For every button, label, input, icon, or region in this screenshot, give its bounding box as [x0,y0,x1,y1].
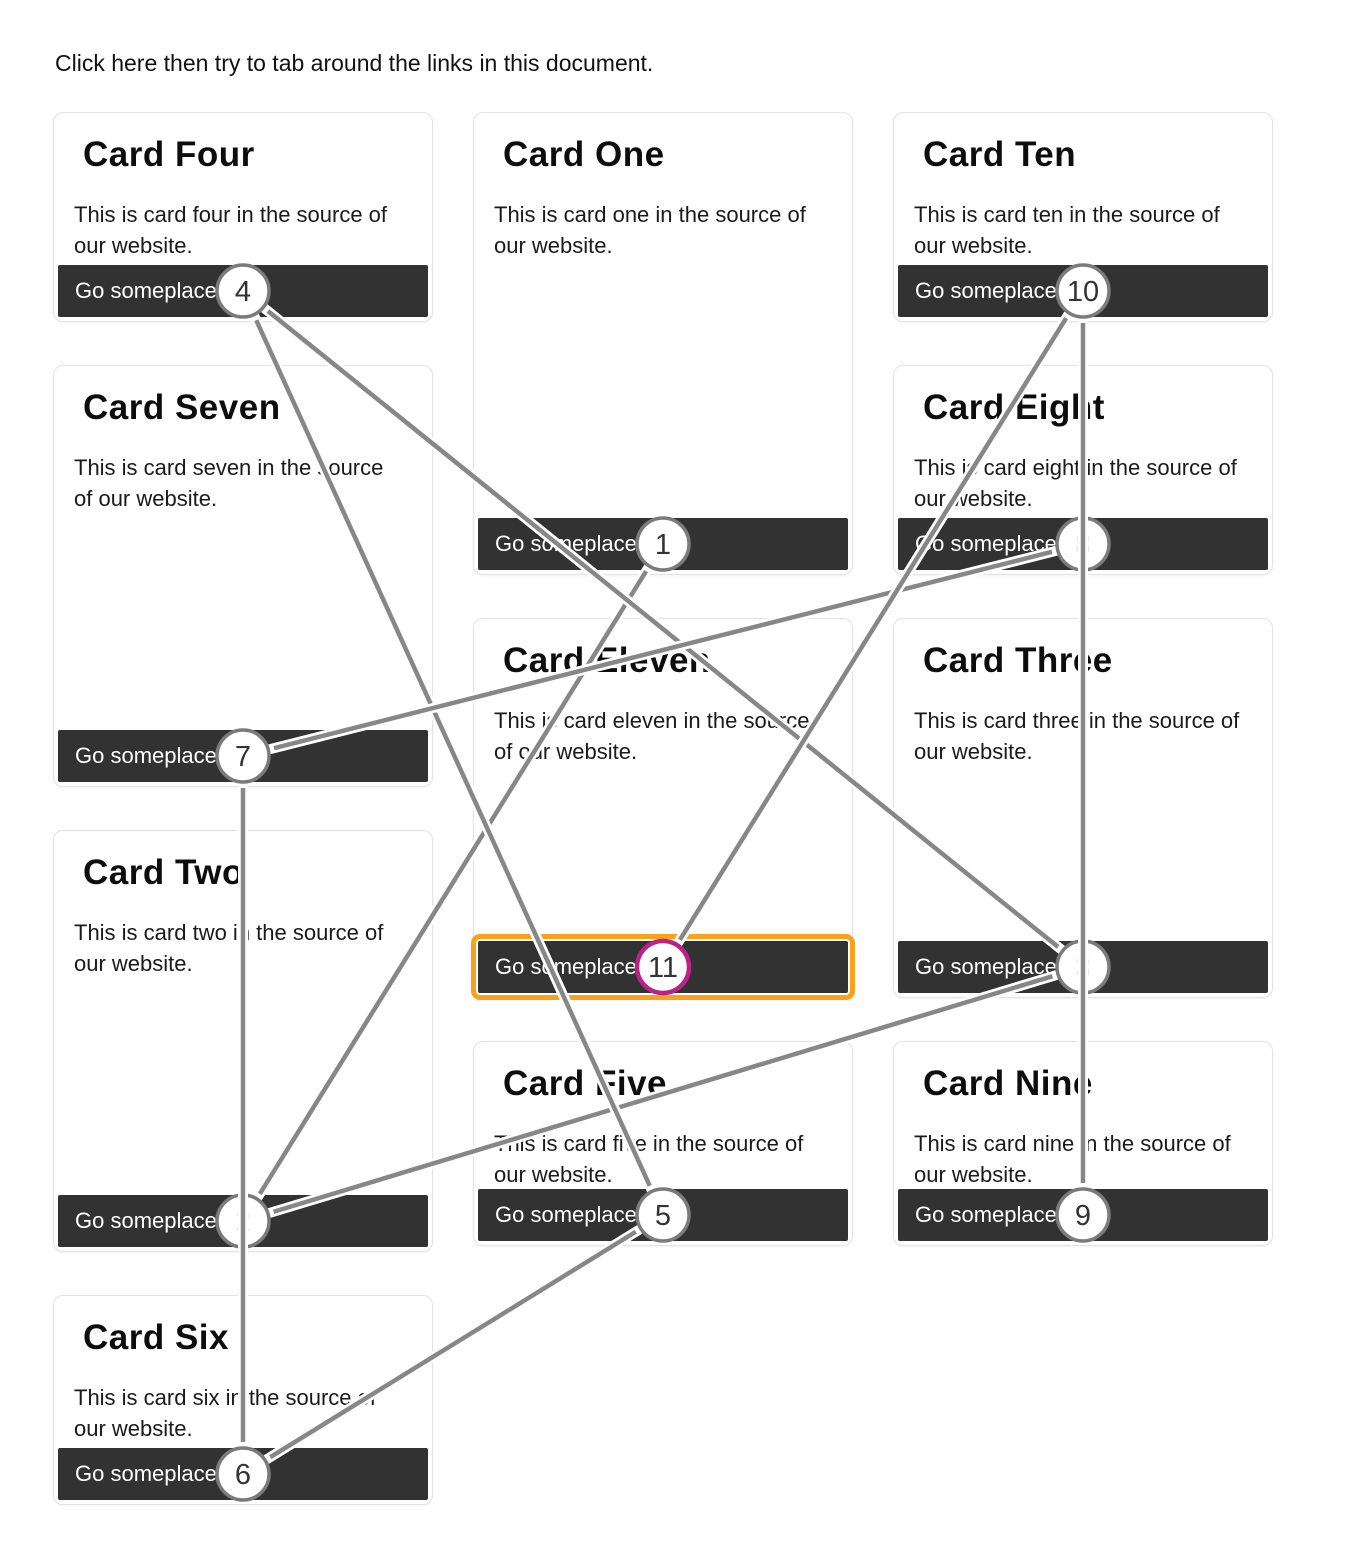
card-title: Card One [503,135,665,174]
card-description: This is card two in the source of our we… [74,920,384,976]
go-someplace-button[interactable]: Go someplace [898,518,1268,570]
go-someplace-button[interactable]: Go someplace [58,1448,428,1500]
go-someplace-button[interactable]: Go someplace [58,1195,428,1247]
card-four: Card Four This is card four in the sourc… [53,112,433,322]
card-description: This is card one in the source of our we… [494,202,806,258]
card-five: Card Five This is card five in the sourc… [473,1041,853,1246]
card-eight: Card Eight This is card eight in the sou… [893,365,1273,575]
card-two: Card Two This is card two in the source … [53,830,433,1252]
card-title: Card Nine [923,1064,1093,1103]
card-title: Card Eleven [503,641,711,680]
card-six: Card Six This is card six in the source … [53,1295,433,1505]
card-description: This is card seven in the source of our … [74,455,384,511]
card-description: This is card nine in the source of our w… [914,1131,1231,1187]
card-grid: Card Four This is card four in the sourc… [53,112,1273,1505]
card-description: This is card four in the source of our w… [74,202,388,258]
go-someplace-button[interactable]: Go someplace [898,265,1268,317]
card-one: Card One This is card one in the source … [473,112,853,575]
column-3: Card Ten This is card ten in the source … [893,112,1273,1505]
card-description: This is card five in the source of our w… [494,1131,804,1187]
column-2: Card One This is card one in the source … [471,112,855,1505]
card-title: Card Six [83,1318,229,1357]
go-someplace-button[interactable]: Go someplace [898,1189,1268,1241]
card-seven: Card Seven This is card seven in the sou… [53,365,433,787]
card-title: Card Eight [923,388,1105,427]
card-eleven: Card Eleven This is card eleven in the s… [471,618,855,1000]
card-title: Card Five [503,1064,667,1103]
instruction-text[interactable]: Click here then try to tab around the li… [55,50,654,76]
card-description: This is card eleven in the source of our… [494,708,810,764]
card-ten: Card Ten This is card ten in the source … [893,112,1273,322]
go-someplace-button[interactable]: Go someplace [478,1189,848,1241]
go-someplace-button-focused[interactable]: Go someplace [471,934,855,1000]
card-title: Card Four [83,135,255,174]
card-description: This is card three in the source of our … [914,708,1240,764]
go-someplace-button[interactable]: Go someplace [58,265,428,317]
card-title: Card Seven [83,388,281,427]
card-title: Card Three [923,641,1113,680]
card-title: Card Ten [923,135,1077,174]
card-nine: Card Nine This is card nine in the sourc… [893,1041,1273,1246]
card-description: This is card eight in the source of our … [914,455,1237,511]
go-someplace-button[interactable]: Go someplace [478,518,848,570]
go-someplace-button[interactable]: Go someplace [58,730,428,782]
go-someplace-button[interactable]: Go someplace [898,941,1268,993]
column-1: Card Four This is card four in the sourc… [53,112,433,1505]
card-three: Card Three This is card three in the sou… [893,618,1273,998]
card-description: This is card six in the source of our we… [74,1385,377,1441]
card-description: This is card ten in the source of our we… [914,202,1220,258]
card-title: Card Two [83,853,244,892]
